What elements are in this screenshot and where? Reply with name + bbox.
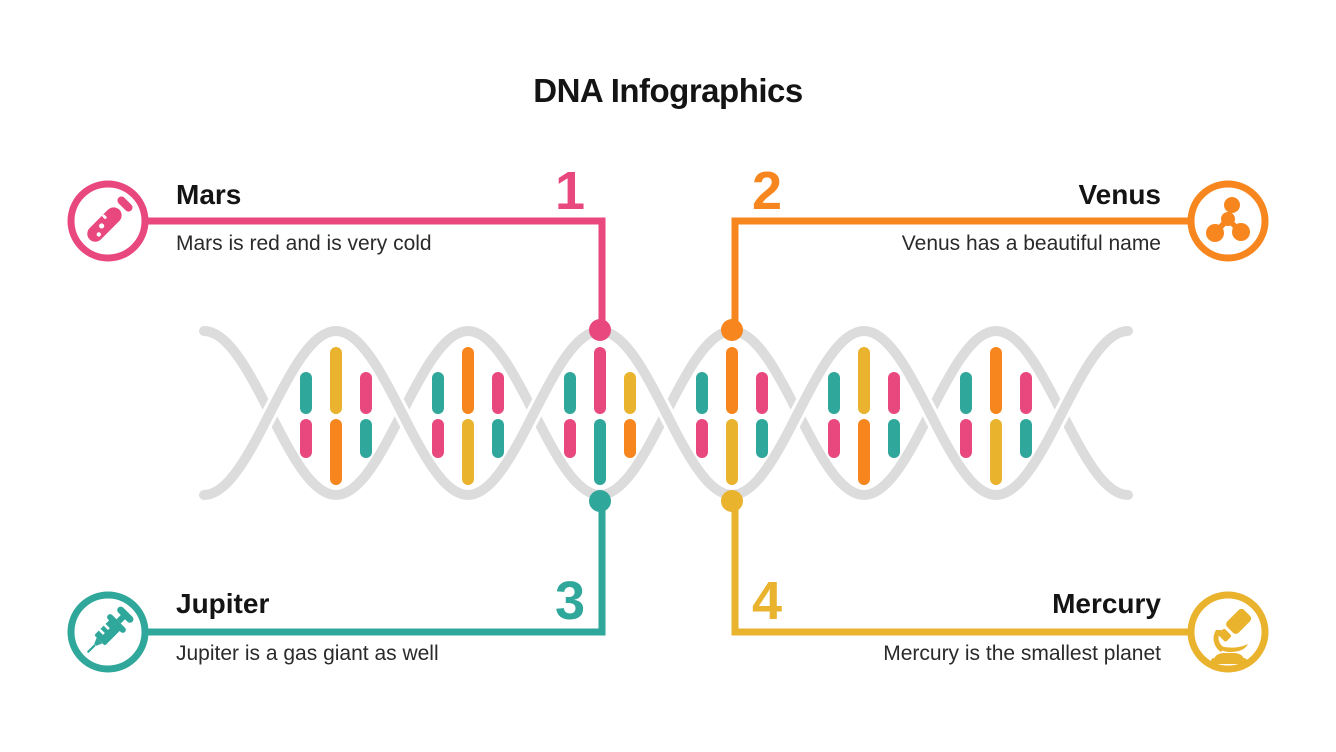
connector-line-venus (731, 217, 1191, 330)
base-pair-segment (624, 419, 636, 458)
connector-dot (589, 319, 611, 341)
connector-dot (721, 490, 743, 512)
venus-step-number: 2 (752, 161, 783, 221)
base-pair-segment (492, 419, 504, 458)
base-pair-segment (360, 372, 372, 414)
base-pair-segment (1020, 419, 1032, 458)
base-pair-segment (1020, 372, 1032, 414)
base-pair-segment (696, 419, 708, 458)
base-pair-segment (330, 419, 342, 485)
base-pair-segment (360, 419, 372, 458)
base-pair-segment (828, 372, 840, 414)
molecule-icon (1206, 197, 1250, 242)
base-pair-segment (726, 419, 738, 485)
venus-icon-badge (1187, 180, 1269, 262)
jupiter-description: Jupiter is a gas giant as well (176, 642, 439, 665)
base-pair-segment (990, 347, 1002, 414)
mars-step-number: 1 (554, 161, 585, 221)
connector-dot (721, 319, 743, 341)
base-pair-segment (564, 372, 576, 414)
syringe-icon (87, 606, 134, 653)
base-pair-segment (594, 419, 606, 485)
base-pair-segment (462, 419, 474, 485)
dna-helix (196, 322, 1136, 504)
base-pair-segment (888, 419, 900, 458)
base-pair-segment (696, 372, 708, 414)
base-pair-segment (828, 419, 840, 458)
jupiter-icon-badge (67, 591, 149, 673)
helix-strand-front (199, 325, 1133, 501)
base-pair-segment (432, 419, 444, 458)
base-pair-segment (858, 347, 870, 414)
mercury-icon-badge (1187, 591, 1269, 673)
mars-heading: Mars (176, 179, 242, 210)
base-pair-segment (960, 372, 972, 414)
mercury-step-number: 4 (752, 571, 783, 631)
connector-line-jupiter (145, 501, 606, 636)
connector-dots (589, 319, 743, 512)
base-pair-segment (300, 372, 312, 414)
base-pair-segment (594, 347, 606, 414)
microscope-icon (1211, 608, 1252, 664)
base-pair-segment (726, 347, 738, 414)
mars-description: Mars is red and is very cold (176, 232, 432, 255)
dna-base-pairs (300, 347, 1032, 485)
base-pair-segment (888, 372, 900, 414)
base-pair-segment (756, 419, 768, 458)
venus-description: Venus has a beautiful name (901, 232, 1161, 255)
base-pair-segment (330, 347, 342, 414)
base-pair-segment (462, 347, 474, 414)
base-pair-segment (990, 419, 1002, 485)
mercury-heading: Mercury (1052, 588, 1161, 619)
venus-heading: Venus (1078, 179, 1161, 210)
test-tube-icon (87, 196, 133, 242)
jupiter-step-number: 3 (554, 571, 585, 631)
base-pair-segment (858, 419, 870, 485)
base-pair-segment (564, 419, 576, 458)
connector-lines (145, 217, 1191, 636)
base-pair-segment (624, 372, 636, 414)
jupiter-heading: Jupiter (176, 588, 270, 619)
mercury-description: Mercury is the smallest planet (883, 642, 1161, 665)
page-title: DNA Infographics (533, 72, 803, 109)
base-pair-segment (960, 419, 972, 458)
base-pair-segment (492, 372, 504, 414)
base-pair-segment (300, 419, 312, 458)
mars-icon-badge (67, 180, 149, 262)
base-pair-segment (432, 372, 444, 414)
connector-dot (589, 490, 611, 512)
base-pair-segment (756, 372, 768, 414)
connector-line-mercury (731, 501, 1191, 636)
connector-line-mars (145, 217, 606, 330)
